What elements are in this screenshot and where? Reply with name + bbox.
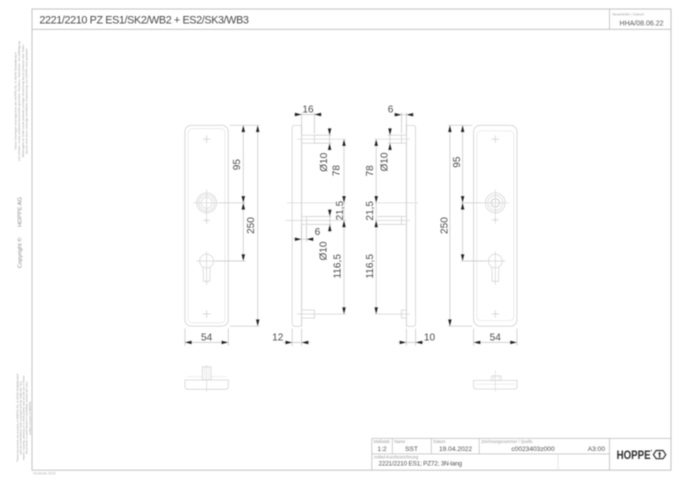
svg-text:12: 12 xyxy=(272,332,284,343)
svg-text:und urheber- sowie wettbewerbs: und urheber- sowie wettbewerbsrechtlich … xyxy=(17,40,21,161)
svg-text:Ø10: Ø10 xyxy=(319,241,330,260)
svg-text:250: 250 xyxy=(439,217,450,234)
svg-text:and are protected by both copy: and are protected by both copyright and … xyxy=(19,380,23,454)
svg-text:Name: Name xyxy=(394,439,406,444)
svg-text:6: 6 xyxy=(315,227,321,238)
svg-text:19.04.2022: 19.04.2022 xyxy=(439,446,472,453)
svg-text:1:2: 1:2 xyxy=(377,446,386,453)
svg-text:HOPPE AG: HOPPE AG xyxy=(18,197,24,227)
svg-text:95: 95 xyxy=(232,159,243,171)
svg-text:2221/2210 PZ ES1/SK2/WB2 + ES2: 2221/2210 PZ ES1/SK2/WB2 + ES2/SK3/WB3 xyxy=(39,15,248,27)
svg-text:HOPPE: HOPPE xyxy=(617,448,651,462)
svg-text:16: 16 xyxy=(302,105,314,116)
svg-text:54: 54 xyxy=(201,332,213,343)
svg-text:Vordruck 2016: Vordruck 2016 xyxy=(33,472,56,476)
svg-text:HHA/08.06.22: HHA/08.06.22 xyxy=(620,20,664,27)
svg-text:Ø10: Ø10 xyxy=(380,152,391,171)
svg-text:Diese Unterlagen sind Eigentum: Diese Unterlagen sind Eigentum der HOPPE… xyxy=(14,52,18,149)
svg-text:78: 78 xyxy=(365,165,376,177)
svg-text:These documents are property o: These documents are property of HOPPE AG… xyxy=(15,373,19,461)
svg-text:Copyright ©: Copyright © xyxy=(17,237,24,268)
svg-text:Artikel-Kurzbezeichnung: Artikel-Kurzbezeichnung xyxy=(374,455,419,460)
svg-text:reprint, copying, passing on t: reprint, copying, passing on to third pa… xyxy=(22,375,26,460)
svg-text:116,5: 116,5 xyxy=(365,254,376,279)
svg-text:21,5: 21,5 xyxy=(365,201,376,221)
svg-text:SST: SST xyxy=(405,446,418,453)
svg-text:10: 10 xyxy=(424,332,436,343)
svg-text:documents or parts thereof is: documents or parts thereof is prohibited… xyxy=(25,382,29,454)
svg-text:Weitergabe an Dritte sowie jed: Weitergabe an Dritte sowie jedwede sonst… xyxy=(21,44,25,157)
svg-text:Maßstab: Maßstab xyxy=(374,439,391,444)
svg-text:written consent of HOPPE.: written consent of HOPPE. xyxy=(28,401,32,435)
svg-text:Datum: Datum xyxy=(433,439,446,444)
svg-text:Bearbeitet / Datum: Bearbeitet / Datum xyxy=(613,12,645,16)
svg-text:davon) sind ohne vorherige sch: davon) sind ohne vorherige schriftliche … xyxy=(24,48,28,154)
svg-text:Zeichnungsnummer / Quelle: Zeichnungsnummer / Quelle xyxy=(481,439,533,444)
svg-text:250: 250 xyxy=(246,217,257,234)
svg-text:2221/2210 ES1; PZ72; 3N-lang: 2221/2210 ES1; PZ72; 3N-lang xyxy=(379,461,463,468)
svg-text:6: 6 xyxy=(388,105,394,116)
svg-text:116,5: 116,5 xyxy=(333,254,344,279)
svg-text:c0023403z000: c0023403z000 xyxy=(511,446,555,453)
svg-text:78: 78 xyxy=(332,165,343,177)
svg-text:Ø10: Ø10 xyxy=(319,152,330,171)
svg-text:95: 95 xyxy=(452,156,463,168)
svg-text:54: 54 xyxy=(490,332,502,343)
svg-text:A3:00: A3:00 xyxy=(588,446,606,453)
svg-text:21,5: 21,5 xyxy=(335,200,346,220)
